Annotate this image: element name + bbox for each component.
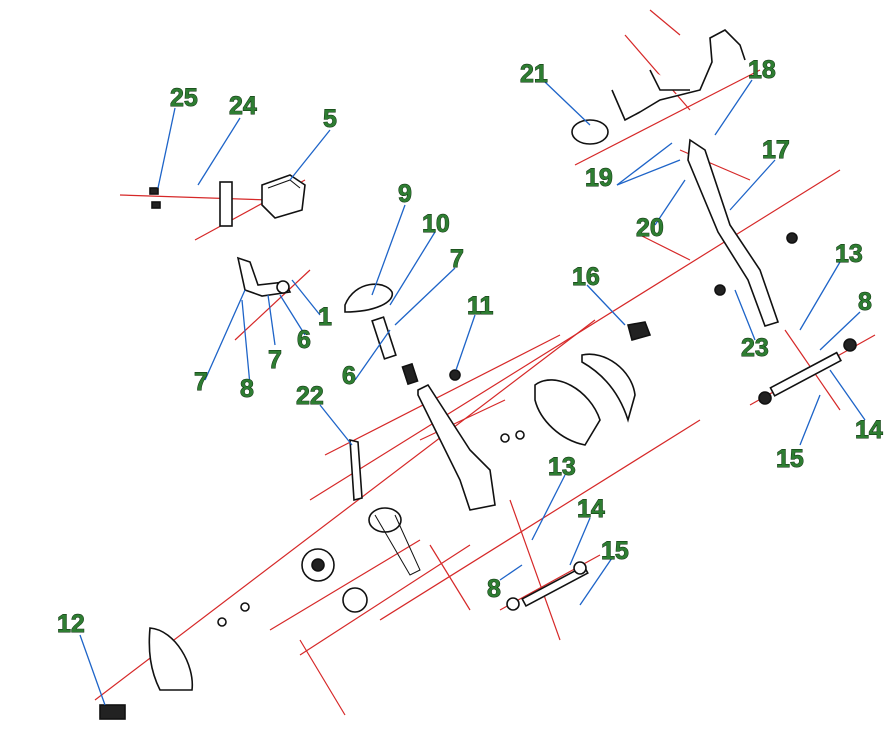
callout-10: 10 — [422, 210, 450, 238]
callout-15-front: 15 — [601, 537, 629, 565]
callout-21: 21 — [520, 60, 548, 88]
parts-artwork — [99, 29, 857, 720]
callout-6-slider: 6 — [297, 326, 311, 354]
callout-1: 1 — [318, 303, 332, 331]
callout-8-left: 8 — [240, 375, 254, 403]
callout-23: 23 — [741, 334, 769, 362]
callout-9: 9 — [398, 180, 412, 208]
callout-13-front: 13 — [548, 453, 576, 481]
callout-22: 22 — [296, 382, 324, 410]
callout-19: 19 — [585, 164, 613, 192]
callout-20: 20 — [636, 214, 664, 242]
callout-24: 24 — [229, 92, 257, 120]
callout-14-rear: 14 — [855, 416, 883, 444]
leader-lines — [79, 79, 866, 706]
callout-11: 11 — [467, 292, 494, 320]
callout-16: 16 — [572, 263, 600, 291]
callout-7-left: 7 — [194, 368, 208, 396]
callout-25: 25 — [170, 84, 198, 112]
callout-8-front: 8 — [487, 575, 501, 603]
callout-8-rear: 8 — [858, 288, 872, 316]
callout-15-rear: 15 — [776, 445, 804, 473]
callout-6-seat: 6 — [342, 362, 356, 390]
callout-12: 12 — [57, 610, 85, 638]
callout-14-front: 14 — [577, 495, 605, 523]
callout-13-rear: 13 — [835, 240, 863, 268]
callout-7-slider: 7 — [268, 346, 282, 374]
callout-7-seat: 7 — [450, 245, 464, 273]
callout-5: 5 — [323, 105, 337, 133]
callout-labels: 25 24 5 21 18 17 9 10 7 16 11 13 8 1 6 7… — [57, 56, 884, 639]
callout-17: 17 — [762, 136, 790, 164]
callout-18: 18 — [748, 56, 776, 84]
assembly-axis-lines — [94, 9, 876, 716]
